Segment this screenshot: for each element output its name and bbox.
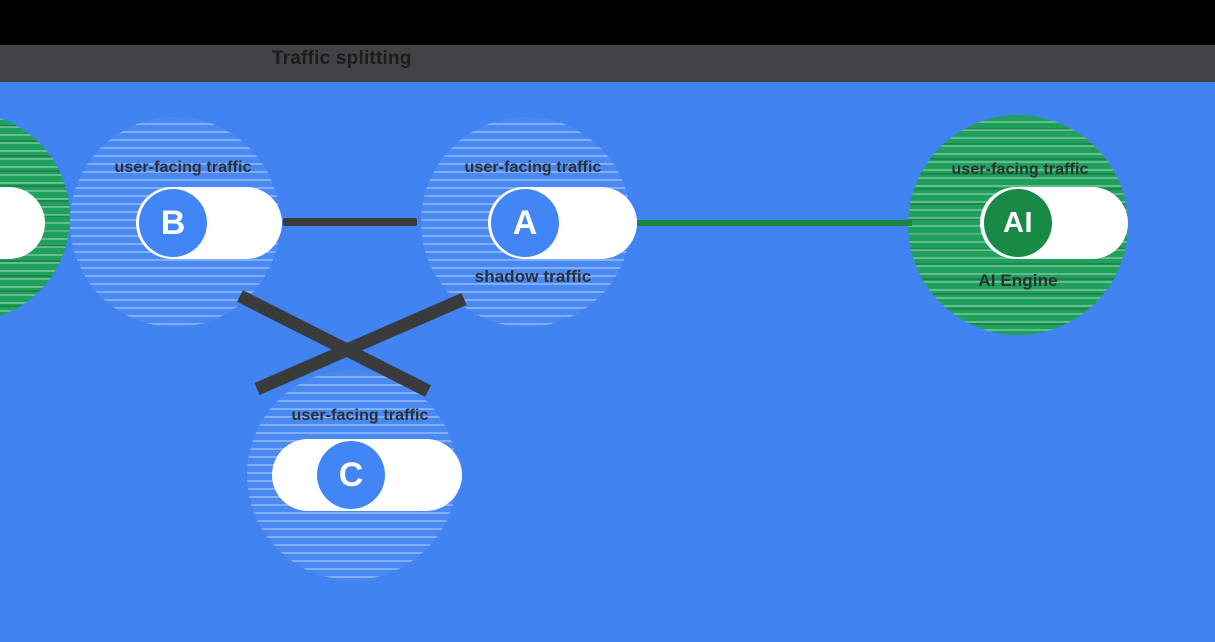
node-circle-c: C [317,441,385,509]
zone-label-a: user-facing traffic [464,159,602,176]
zone-label-b: user-facing traffic [114,159,252,176]
connector-b-a [283,218,417,226]
zone-label-c: user-facing traffic [291,407,429,424]
node-circle-ai: AI [984,189,1052,257]
node-letter-b: B [160,203,186,242]
zone-label-ai: user-facing traffic [951,161,1089,178]
node-letter-ai: AI [1003,206,1033,239]
title-bar [0,45,1215,82]
sub-label-a: shadow traffic [474,267,592,286]
node-circle-b: B [139,189,207,257]
sub-label-ai: AI Engine [978,271,1058,290]
letterbox-bar [0,0,1215,45]
connector-a-ai [637,220,912,226]
node-circle-a: A [491,189,559,257]
slide-title: Traffic splitting [272,48,412,69]
node-letter-c: C [338,455,364,494]
node-letter-a: A [512,203,538,242]
